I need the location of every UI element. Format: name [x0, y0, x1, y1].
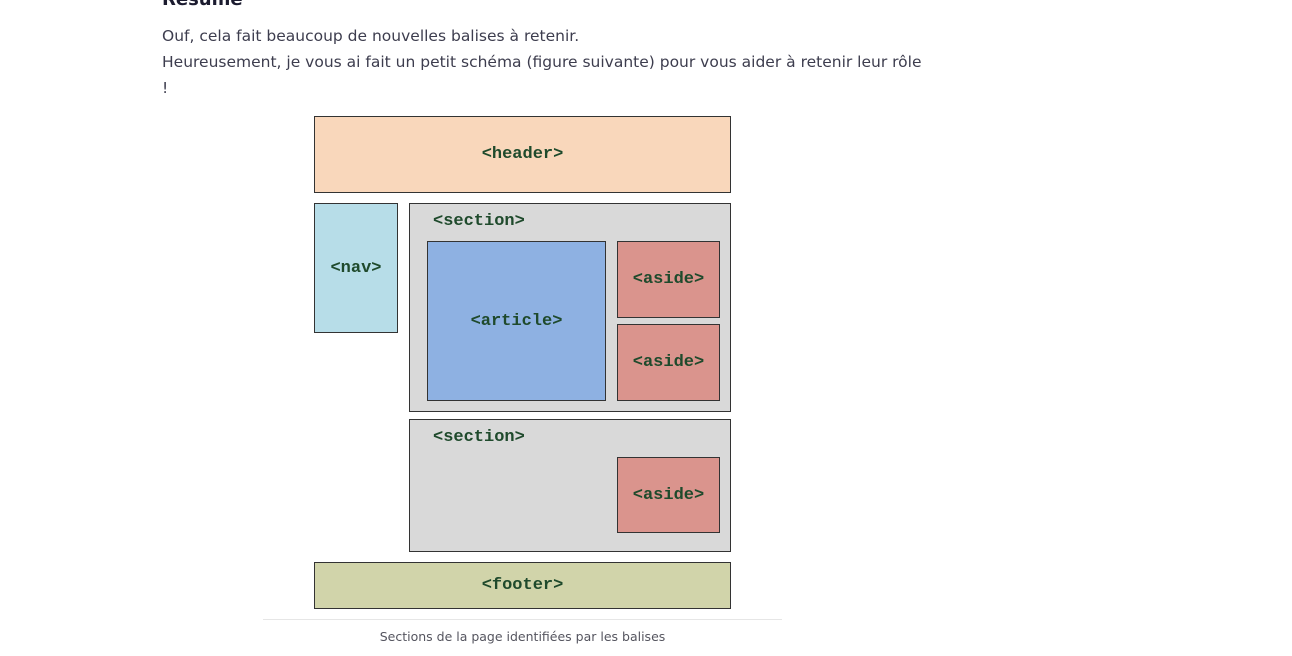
paragraph-line-2: Heureusement, je vous ai fait un petit s…	[162, 53, 922, 71]
diagram-section-bottom-label: <section>	[433, 428, 525, 447]
paragraph-line-3: !	[162, 79, 169, 97]
diagram-section-top-label: <section>	[433, 212, 525, 231]
diagram-nav-label: <nav>	[330, 258, 382, 278]
diagram-aside-middle-box: <aside>	[617, 324, 720, 401]
diagram-aside-bottom-box: <aside>	[617, 457, 720, 533]
diagram-aside-top-label: <aside>	[632, 270, 705, 289]
diagram-article-box: <article>	[427, 241, 606, 401]
diagram-article-label: <article>	[470, 311, 563, 331]
diagram-aside-bottom-label: <aside>	[632, 485, 705, 505]
diagram-nav-box: <nav>	[314, 203, 398, 333]
section-heading: Résumé	[162, 0, 243, 12]
diagram-header-label: <header>	[481, 145, 564, 164]
diagram-aside-middle-label: <aside>	[632, 353, 705, 372]
paragraph-line-1: Ouf, cela fait beaucoup de nouvelles bal…	[162, 27, 580, 45]
diagram-header-box: <header>	[314, 116, 731, 193]
diagram-footer-label: <footer>	[481, 576, 564, 595]
diagram-aside-top-box: <aside>	[617, 241, 720, 318]
diagram-footer-box: <footer>	[314, 562, 731, 609]
caption-divider	[263, 619, 782, 620]
figure-caption: Sections de la page identifiées par les …	[379, 629, 666, 644]
